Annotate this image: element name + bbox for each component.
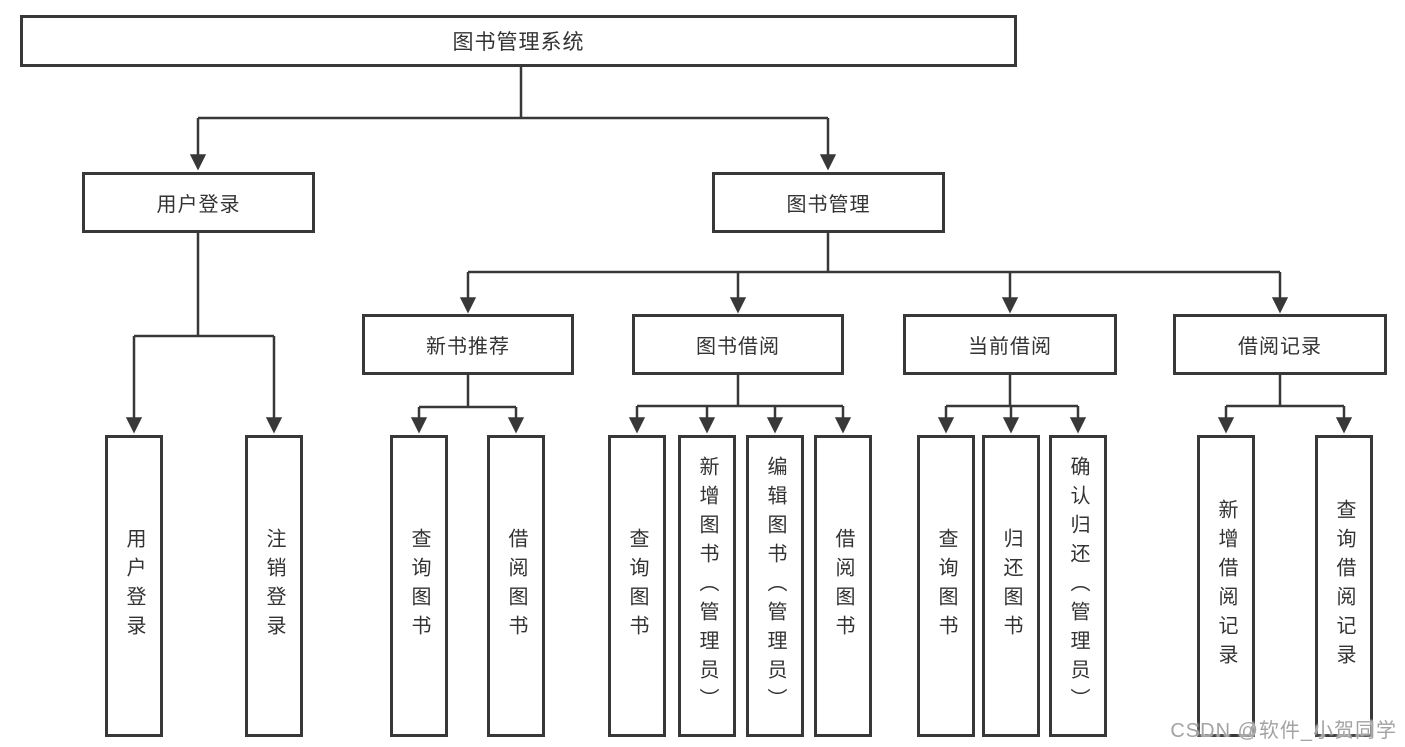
leaf-add-books-admin: 新增图书（管理员） [678,435,736,737]
leaf-edit-books-admin: 编辑图书（管理员） [746,435,804,737]
node-user-login: 用户登录 [82,172,315,233]
node-new-book-recommend: 新书推荐 [362,314,574,375]
csdn-watermark: CSDN @软件_小贺同学 [1170,720,1397,742]
leaf-borrow-books-borrowing: 借阅图书 [814,435,872,737]
leaf-confirm-return-admin: 确认归还（管理员） [1049,435,1107,737]
leaf-query-books-borrowing: 查询图书 [608,435,666,737]
leaf-query-books-current: 查询图书 [917,435,975,737]
node-library-management-system: 图书管理系统 [20,15,1017,67]
node-current-borrowing: 当前借阅 [903,314,1117,375]
leaf-user-login: 用户登录 [105,435,163,737]
leaf-return-books: 归还图书 [982,435,1040,737]
leaf-logout: 注销登录 [245,435,303,737]
node-book-borrowing: 图书借阅 [632,314,844,375]
node-borrowing-records: 借阅记录 [1173,314,1387,375]
leaf-borrow-books-recommend: 借阅图书 [487,435,545,737]
leaf-query-books-recommend: 查询图书 [390,435,448,737]
leaf-query-borrow-record: 查询借阅记录 [1315,435,1373,737]
node-book-management: 图书管理 [712,172,945,233]
leaf-add-borrow-record: 新增借阅记录 [1197,435,1255,737]
